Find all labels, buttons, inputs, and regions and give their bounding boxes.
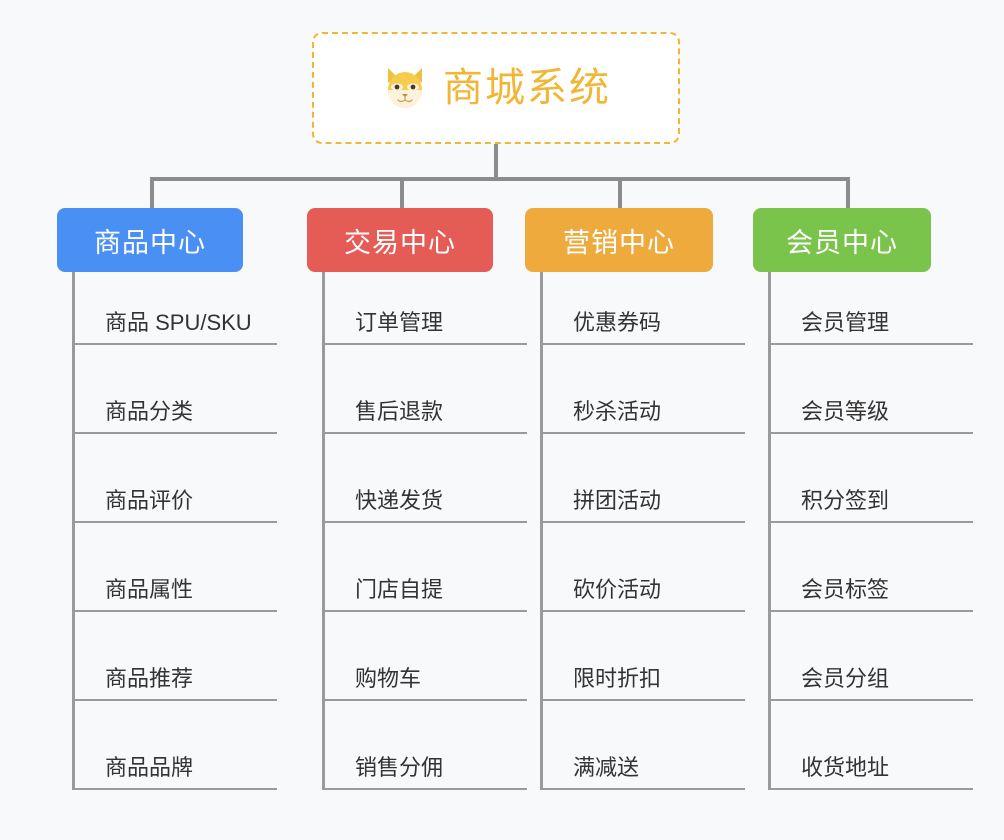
leaf-item[interactable]: 售后退款 bbox=[325, 345, 527, 434]
connector-drop-4 bbox=[846, 180, 850, 211]
leaf-item[interactable]: 商品 SPU/SKU bbox=[75, 272, 277, 345]
leaf-item[interactable]: 限时折扣 bbox=[543, 612, 745, 701]
leaf-label: 门店自提 bbox=[355, 577, 444, 602]
leaf-item[interactable]: 订单管理 bbox=[325, 272, 527, 345]
connector-drop-2 bbox=[400, 180, 404, 211]
leaf-item[interactable]: 商品分类 bbox=[75, 345, 277, 434]
leaf-item[interactable]: 会员分组 bbox=[771, 612, 973, 701]
leaf-item[interactable]: 满减送 bbox=[543, 701, 745, 790]
branch-column-product: 商品中心 商品 SPU/SKU 商品分类 商品评价 商品属性 商品推荐 商品品牌 bbox=[57, 208, 277, 790]
leaf-list-marketing: 优惠券码 秒杀活动 拼团活动 砍价活动 限时折扣 满减送 bbox=[540, 272, 745, 790]
connector-root-vertical bbox=[494, 144, 498, 180]
leaf-label: 商品评价 bbox=[105, 488, 194, 513]
leaf-item[interactable]: 优惠券码 bbox=[543, 272, 745, 345]
leaf-label: 积分签到 bbox=[801, 488, 890, 513]
leaf-item[interactable]: 销售分佣 bbox=[325, 701, 527, 790]
branch-header-trade[interactable]: 交易中心 bbox=[307, 208, 493, 272]
leaf-label: 商品推荐 bbox=[105, 666, 194, 691]
connector-drop-3 bbox=[618, 180, 622, 211]
leaf-label: 售后退款 bbox=[355, 399, 444, 424]
leaf-item[interactable]: 会员管理 bbox=[771, 272, 973, 345]
leaf-label: 订单管理 bbox=[355, 310, 444, 335]
leaf-item[interactable]: 砍价活动 bbox=[543, 523, 745, 612]
leaf-list-product: 商品 SPU/SKU 商品分类 商品评价 商品属性 商品推荐 商品品牌 bbox=[72, 272, 277, 790]
leaf-label: 商品 SPU/SKU bbox=[105, 310, 252, 335]
dog-face-icon bbox=[381, 64, 429, 112]
leaf-label: 商品品牌 bbox=[105, 755, 194, 780]
leaf-label: 销售分佣 bbox=[355, 755, 444, 780]
root-node[interactable]: 商城系统 bbox=[312, 32, 680, 144]
branch-column-member: 会员中心 会员管理 会员等级 积分签到 会员标签 会员分组 收货地址 bbox=[753, 208, 973, 790]
leaf-label: 收货地址 bbox=[801, 755, 890, 780]
leaf-label: 拼团活动 bbox=[573, 488, 662, 513]
leaf-label: 购物车 bbox=[355, 666, 422, 691]
branch-header-product[interactable]: 商品中心 bbox=[57, 208, 243, 272]
leaf-item[interactable]: 会员标签 bbox=[771, 523, 973, 612]
branch-column-marketing: 营销中心 优惠券码 秒杀活动 拼团活动 砍价活动 限时折扣 满减送 bbox=[525, 208, 745, 790]
leaf-item[interactable]: 快递发货 bbox=[325, 434, 527, 523]
branch-header-member[interactable]: 会员中心 bbox=[753, 208, 931, 272]
leaf-label: 限时折扣 bbox=[573, 666, 662, 691]
leaf-item[interactable]: 购物车 bbox=[325, 612, 527, 701]
leaf-label: 快递发货 bbox=[355, 488, 444, 513]
leaf-label: 砍价活动 bbox=[573, 577, 662, 602]
connector-horizontal-bar bbox=[150, 177, 850, 181]
connector-drop-1 bbox=[150, 180, 154, 211]
leaf-label: 会员等级 bbox=[801, 399, 890, 424]
leaf-item[interactable]: 商品品牌 bbox=[75, 701, 277, 790]
leaf-item[interactable]: 拼团活动 bbox=[543, 434, 745, 523]
leaf-label: 会员标签 bbox=[801, 577, 890, 602]
leaf-item[interactable]: 会员等级 bbox=[771, 345, 973, 434]
leaf-item[interactable]: 积分签到 bbox=[771, 434, 973, 523]
leaf-item[interactable]: 商品评价 bbox=[75, 434, 277, 523]
leaf-item[interactable]: 商品推荐 bbox=[75, 612, 277, 701]
leaf-item[interactable]: 收货地址 bbox=[771, 701, 973, 790]
branch-column-trade: 交易中心 订单管理 售后退款 快递发货 门店自提 购物车 销售分佣 bbox=[307, 208, 527, 790]
leaf-item[interactable]: 门店自提 bbox=[325, 523, 527, 612]
leaf-label: 商品分类 bbox=[105, 399, 194, 424]
branch-header-marketing[interactable]: 营销中心 bbox=[525, 208, 713, 272]
leaf-label: 秒杀活动 bbox=[573, 399, 662, 424]
leaf-label: 优惠券码 bbox=[573, 310, 662, 335]
leaf-label: 会员管理 bbox=[801, 310, 890, 335]
leaf-label: 满减送 bbox=[573, 755, 640, 780]
leaf-item[interactable]: 秒杀活动 bbox=[543, 345, 745, 434]
leaf-label: 会员分组 bbox=[801, 666, 890, 691]
leaf-label: 商品属性 bbox=[105, 577, 194, 602]
leaf-list-trade: 订单管理 售后退款 快递发货 门店自提 购物车 销售分佣 bbox=[322, 272, 527, 790]
root-title: 商城系统 bbox=[443, 66, 611, 110]
leaf-list-member: 会员管理 会员等级 积分签到 会员标签 会员分组 收货地址 bbox=[768, 272, 973, 790]
leaf-item[interactable]: 商品属性 bbox=[75, 523, 277, 612]
